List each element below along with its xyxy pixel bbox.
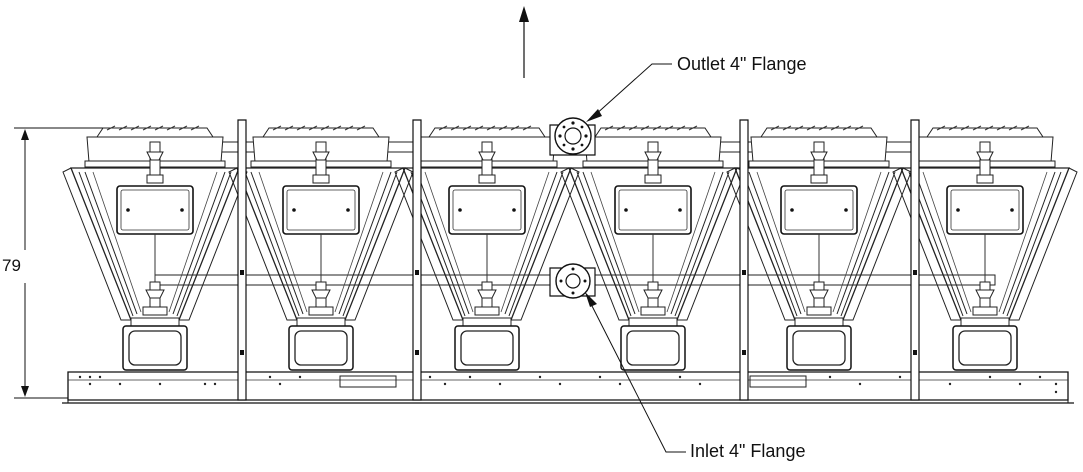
height-dimension-label: 79: [2, 256, 21, 275]
cooler-unit-6: [892, 125, 1078, 371]
inlet-flange-label: Inlet 4" Flange: [690, 441, 806, 461]
outlet-flange-label: Outlet 4" Flange: [677, 54, 807, 74]
cooler-unit-2: [228, 125, 414, 371]
cooler-unit-1: [62, 125, 248, 371]
cooler-unit-3: [394, 125, 580, 371]
cooler-unit-4: [560, 125, 746, 371]
cooler-unit-5: [726, 125, 912, 371]
